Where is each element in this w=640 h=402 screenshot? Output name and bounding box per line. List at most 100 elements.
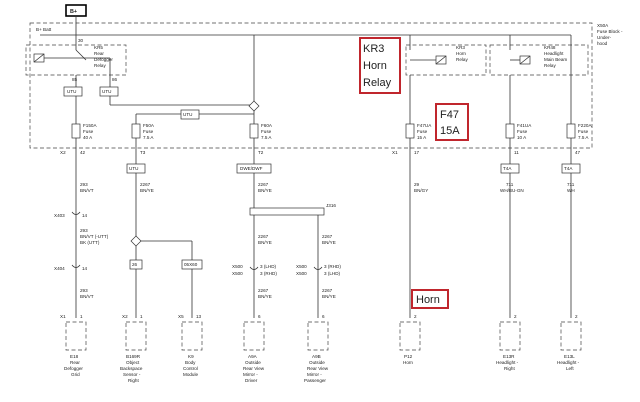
relay-kr48-coil-slash [519, 55, 531, 65]
relay-kr3-id: KR3 [456, 45, 465, 50]
wire-w12c: WH/BU-GN [500, 188, 524, 193]
relay-kr5-line-1: Rear [94, 51, 104, 56]
fuse-f150a-line-1: Fuse [83, 129, 94, 134]
component-e13l-l1: Headlight - [557, 360, 580, 365]
conn-rhd-b: 3 (RHD) [324, 264, 341, 269]
relay-kr3-line-2: Relay [456, 57, 468, 62]
fuse-f220a [566, 123, 576, 139]
wire-w3c: BN/VT [80, 294, 94, 299]
annotation-f47-box [435, 103, 469, 141]
bottom-pin-2c: 2 [575, 314, 578, 319]
conn-x403-pin: 14 [82, 213, 88, 218]
component-k9-l1: Body [185, 360, 196, 365]
wire-w13c: WH [567, 188, 575, 193]
fuse-block-outline [29, 22, 593, 149]
tag-t4a-b-text: T4A [564, 166, 573, 171]
component-b169r-l4: Right [128, 378, 139, 383]
fuse-f47ua-id: F47UA [417, 123, 432, 128]
bottom-conn-x2p: 1 [140, 314, 143, 319]
fuse-f50a-line-1: Fuse [143, 129, 154, 134]
component-p12-l1: Horn [403, 360, 413, 365]
fuse-f150a-id: F150A [83, 123, 97, 128]
fuse-f220a-line-2: 7.5 A [578, 135, 589, 140]
relay-kr5-line-2: Defogger [94, 57, 113, 62]
bottom-pin-6a: 6 [258, 314, 261, 319]
component-p12-box [399, 321, 421, 351]
wire-w6c: BN/YE [258, 240, 272, 245]
conn-pin-17: 17 [414, 150, 420, 155]
module-line-3: hood [597, 41, 608, 46]
component-a9b-box [307, 321, 329, 351]
fuse-f41ua-line-1: Fuse [517, 129, 528, 134]
component-b169r-l1: Object [126, 360, 140, 365]
annotation-kr3-line-2: Horn [363, 60, 387, 72]
component-e18-box [65, 321, 87, 351]
component-e13r-box [499, 321, 521, 351]
component-k9-box [181, 321, 203, 351]
component-e18-l2: Defogger [64, 366, 83, 371]
component-a9a-l3: Mirror - [243, 372, 258, 377]
relay-kr5-id: KR5 [94, 45, 103, 50]
kr5-pin-85: 85 [72, 77, 78, 82]
bottom-conn-x2: X2 [122, 314, 128, 319]
conn-x2-left: X2 [60, 150, 66, 155]
bottom-conn-x1: X1 [60, 314, 66, 319]
wire-w2d: BK (UTT) [80, 240, 100, 245]
component-b169r-box [125, 321, 147, 351]
conn-rhd-a: 3 (RHD) [260, 271, 277, 276]
relay-kr5-coil-slash [33, 53, 45, 63]
component-a9b-l2: Rear View [307, 366, 329, 371]
component-e13r-l1: Headlight - [496, 360, 519, 365]
wire-w9: 2267 [322, 288, 333, 293]
conn-x404: X404 [54, 266, 65, 271]
relay-kr3-line-1: Horn [456, 51, 466, 56]
fuse-f47ua [405, 123, 415, 139]
fuse-f41ua [505, 123, 515, 139]
diamond-splice-mid [130, 235, 142, 247]
relay-kr48-outline [489, 44, 589, 76]
component-e13l-box [560, 321, 582, 351]
relay-kr3-coil-slash [435, 55, 447, 65]
component-a9a-l1: Outside [245, 360, 261, 365]
component-a9a-id: A9A [248, 354, 258, 359]
fuse-f220a-line-1: Fuse [578, 129, 589, 134]
wire-w8: 2267 [258, 288, 269, 293]
relay-kr3-outline [405, 44, 487, 76]
tag-utu-b [99, 86, 119, 97]
conn-x500b: X500 [232, 271, 243, 276]
bottom-conn-x3p: 13 [196, 314, 202, 319]
component-e18-id: E18 [70, 354, 79, 359]
component-a9b-id: A9B [312, 354, 321, 359]
tag-utu-a-text: UTU [67, 89, 76, 94]
component-e13l-id: E13L [564, 354, 575, 359]
tag-utu-a [63, 86, 83, 97]
fuse-f41ua-id: F41UA [517, 123, 532, 128]
relay-kr48-line-1: Headlight [544, 51, 564, 56]
conn-t2: T2 [258, 150, 264, 155]
component-b169r-l3: Sensor - [123, 372, 141, 377]
wire-w1c: BN/VT [80, 188, 94, 193]
wire-w11c: BN/GY [414, 188, 428, 193]
fuse-f150a [71, 123, 81, 139]
wire-w7c: BN/YE [322, 240, 336, 245]
relay-kr48-line-3: Relay [544, 63, 556, 68]
component-e13l-l2: Left [566, 366, 574, 371]
component-e13r-id: E13R [503, 354, 515, 359]
component-e13r-l2: Right [504, 366, 515, 371]
annotation-kr3-line-3: Relay [363, 77, 392, 89]
wire-w3: 293 [80, 288, 88, 293]
component-a9a-box [243, 321, 265, 351]
annotation-kr3-line-1: KR3 [363, 43, 384, 55]
relay-kr5-arm [75, 49, 87, 61]
conn-x404-pin: 14 [82, 266, 88, 271]
annotation-f47-line-2: 15A [440, 125, 460, 137]
fuse-f150a-line-2: 40 A [83, 135, 93, 140]
conn-x500d: X500 [296, 271, 307, 276]
component-a9b-l1: Outside [309, 360, 325, 365]
fuse-f60a-line-1: Fuse [261, 129, 272, 134]
bottom-pin-2a: 2 [414, 314, 417, 319]
wire-w4: 2267 [140, 182, 151, 187]
relay-kr48-id: KR48 [544, 45, 556, 50]
conn-x403-mark [71, 211, 81, 215]
